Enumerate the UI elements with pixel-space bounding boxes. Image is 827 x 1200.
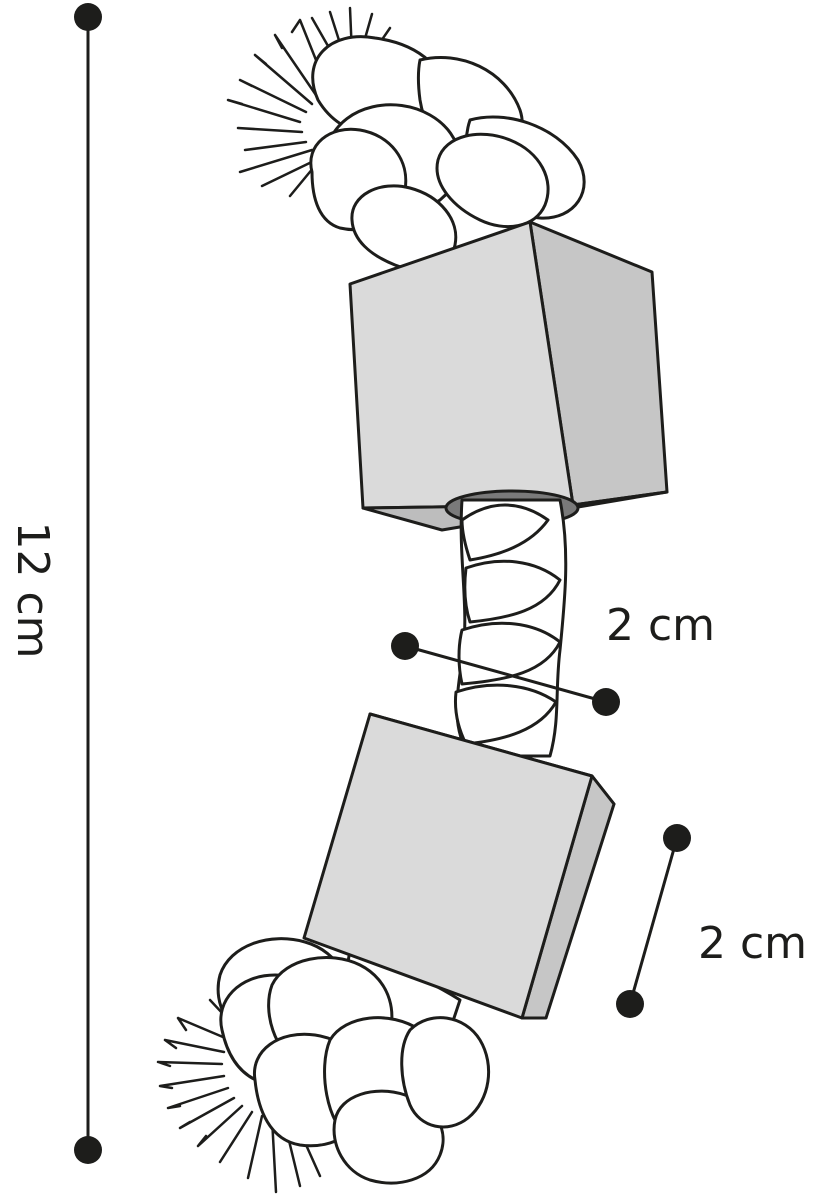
length-dimension: 12 cm: [7, 3, 102, 1164]
rope-diameter-right-dot: [592, 688, 620, 716]
bottom-wooden-cube: [302, 712, 616, 1062]
length-label: 12 cm: [7, 521, 58, 658]
rope-strand: [454, 683, 558, 746]
rope-strand: [463, 559, 562, 624]
top-knot-loop: [435, 132, 550, 229]
top-wooden-cube: [348, 220, 669, 532]
top-knot-loop: [350, 184, 458, 271]
top-rope-knot: [226, 6, 586, 271]
rope-diameter-dimension: 2 cm: [391, 600, 715, 716]
bottom-knot-loop: [400, 1016, 491, 1129]
cube-edge-label: 2 cm: [698, 918, 807, 969]
cube-edge-top-dot: [663, 824, 691, 852]
cube-edge-bottom-dot: [616, 990, 644, 1018]
length-dimension-top-dot: [74, 3, 102, 31]
bottom-rope-knot: [156, 937, 491, 1194]
rope-strand: [460, 503, 550, 562]
twisted-rope: [454, 498, 568, 758]
rope-diameter-left-dot: [391, 632, 419, 660]
rope-diameter-line: [403, 644, 608, 704]
rope-diameter-label: 2 cm: [606, 600, 715, 651]
bottom-cube-front-face: [302, 712, 594, 1020]
cube-edge-line: [628, 836, 679, 1006]
cube-edge-dimension: 2 cm: [616, 824, 807, 1018]
length-dimension-bottom-dot: [74, 1136, 102, 1164]
